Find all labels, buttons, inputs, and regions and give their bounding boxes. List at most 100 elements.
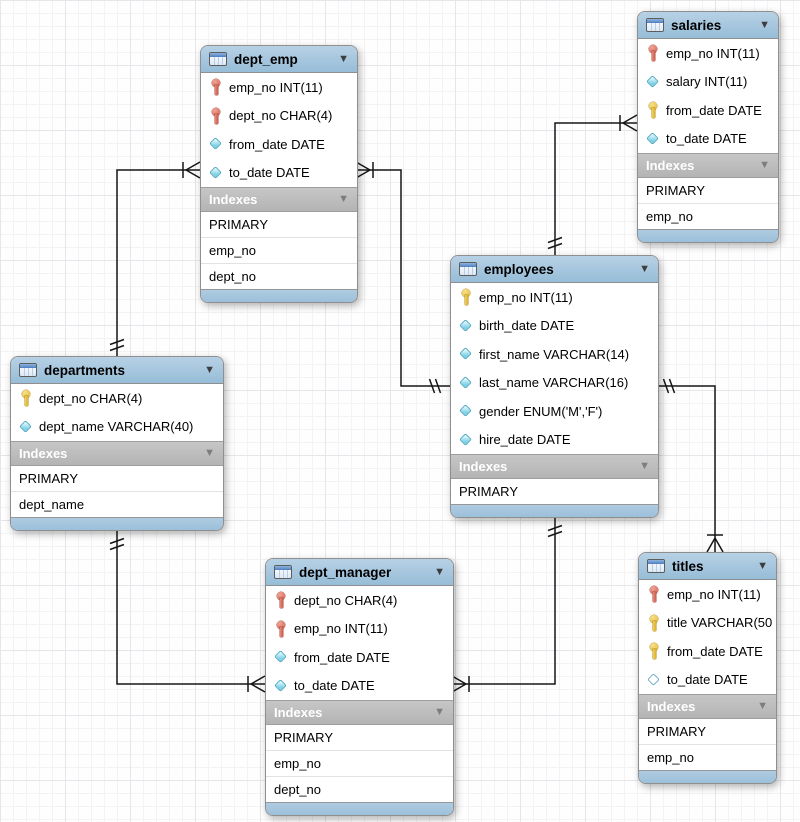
table-title: employees [484, 261, 554, 277]
column-text: hire_date DATE [479, 432, 571, 448]
column-row[interactable]: to_date DATE [639, 666, 776, 695]
column-text: dept_no CHAR(4) [39, 390, 143, 406]
column-row[interactable]: dept_no CHAR(4) [266, 586, 453, 615]
column-row[interactable]: emp_no INT(11) [451, 283, 658, 312]
column-notnull-icon [208, 136, 224, 152]
column-text: emp_no INT(11) [666, 45, 760, 61]
table-departments[interactable]: departments ▼ dept_no CHAR(4) dept_name V… [10, 356, 224, 531]
index-row[interactable]: dept_no [266, 776, 453, 802]
table-employees[interactable]: employees ▼ emp_no INT(11) birth_date DAT… [450, 255, 659, 518]
column-text: from_date DATE [229, 136, 325, 152]
index-row[interactable]: PRIMARY [266, 725, 453, 750]
column-text: title VARCHAR(50) [667, 615, 772, 631]
columns-section: dept_no CHAR(4) dept_name VARCHAR(40) [11, 384, 223, 441]
index-row[interactable]: PRIMARY [451, 479, 658, 504]
table-salaries[interactable]: salaries ▼ emp_no INT(11) salary INT(11) f… [637, 11, 779, 243]
index-row[interactable]: PRIMARY [201, 212, 357, 237]
column-row[interactable]: dept_name VARCHAR(40) [11, 413, 223, 442]
column-row[interactable]: from_date DATE [266, 643, 453, 672]
index-row[interactable]: emp_no [639, 744, 776, 770]
collapse-caret-icon[interactable]: ▼ [757, 559, 768, 572]
column-text: gender ENUM('M','F') [479, 403, 603, 419]
index-row[interactable]: emp_no [638, 203, 778, 229]
table-title: dept_emp [234, 51, 298, 67]
collapse-caret-icon[interactable]: ▼ [759, 18, 770, 31]
column-text: to_date DATE [667, 672, 748, 688]
table-icon [19, 363, 37, 377]
indexes-label: Indexes [646, 158, 695, 173]
column-row[interactable]: from_date DATE [638, 96, 778, 125]
column-row[interactable]: from_date DATE [201, 130, 357, 159]
collapse-caret-icon[interactable]: ▼ [204, 447, 215, 459]
index-row[interactable]: PRIMARY [638, 178, 778, 203]
table-header[interactable]: employees ▼ [451, 256, 658, 283]
index-row[interactable]: emp_no [266, 750, 453, 776]
relationship-departments-dept_manager[interactable] [109, 524, 266, 693]
indexes-label: Indexes [274, 705, 323, 720]
column-row[interactable]: salary INT(11) [638, 68, 778, 97]
collapse-caret-icon[interactable]: ▼ [639, 262, 650, 275]
index-row[interactable]: emp_no [201, 237, 357, 263]
indexes-header[interactable]: Indexes ▼ [451, 454, 658, 479]
column-row[interactable]: dept_no CHAR(4) [11, 384, 223, 413]
table-titles[interactable]: titles ▼ emp_no INT(11) title VARCHAR(50)… [638, 552, 777, 784]
collapse-caret-icon[interactable]: ▼ [204, 363, 215, 376]
indexes-header[interactable]: Indexes ▼ [201, 187, 357, 212]
collapse-caret-icon[interactable]: ▼ [338, 193, 349, 205]
collapse-caret-icon[interactable]: ▼ [434, 706, 445, 718]
column-row[interactable]: emp_no INT(11) [201, 73, 357, 102]
relationship-employees-salaries[interactable] [547, 114, 638, 255]
index-row[interactable]: dept_name [11, 491, 223, 517]
column-row[interactable]: to_date DATE [638, 125, 778, 154]
column-row[interactable]: emp_no INT(11) [639, 580, 776, 609]
relationship-employees-dept_emp[interactable] [355, 161, 450, 394]
column-row[interactable]: dept_no CHAR(4) [201, 102, 357, 131]
indexes-header[interactable]: Indexes ▼ [11, 441, 223, 466]
collapse-caret-icon[interactable]: ▼ [757, 700, 768, 712]
indexes-header[interactable]: Indexes ▼ [639, 694, 776, 719]
relationship-employees-dept_manager[interactable] [451, 513, 563, 693]
collapse-caret-icon[interactable]: ▼ [338, 52, 349, 65]
table-header[interactable]: dept_manager ▼ [266, 559, 453, 586]
indexes-header[interactable]: Indexes ▼ [266, 700, 453, 725]
column-row[interactable]: from_date DATE [639, 637, 776, 666]
column-row[interactable]: emp_no INT(11) [266, 615, 453, 644]
column-row[interactable]: first_name VARCHAR(14) [451, 340, 658, 369]
table-dept-manager[interactable]: dept_manager ▼ dept_no CHAR(4)emp_no INT… [265, 558, 454, 816]
foreign-key-icon [646, 586, 662, 603]
column-row[interactable]: to_date DATE [201, 159, 357, 188]
column-text: dept_no CHAR(4) [229, 108, 333, 124]
table-header[interactable]: titles ▼ [639, 553, 776, 580]
column-row[interactable]: hire_date DATE [451, 426, 658, 455]
column-row[interactable]: last_name VARCHAR(16) [451, 369, 658, 398]
column-text: dept_name VARCHAR(40) [39, 419, 194, 435]
table-header[interactable]: departments ▼ [11, 357, 223, 384]
column-row[interactable]: to_date DATE [266, 672, 453, 701]
column-row[interactable]: birth_date DATE [451, 312, 658, 341]
column-notnull-icon [458, 432, 474, 448]
column-row[interactable]: title VARCHAR(50) [639, 609, 776, 638]
table-dept-emp[interactable]: dept_emp ▼ emp_no INT(11) dept_no CHAR(4)… [200, 45, 358, 303]
column-text: birth_date DATE [479, 318, 575, 334]
column-row[interactable]: emp_no INT(11) [638, 39, 778, 68]
indexes-header[interactable]: Indexes ▼ [638, 153, 778, 178]
column-text: emp_no INT(11) [229, 79, 323, 95]
relationship-departments-dept_emp[interactable] [109, 161, 201, 356]
table-header[interactable]: salaries ▼ [638, 12, 778, 39]
collapse-caret-icon[interactable]: ▼ [434, 565, 445, 578]
collapse-caret-icon[interactable]: ▼ [759, 159, 770, 171]
table-icon [274, 565, 292, 579]
column-row[interactable]: gender ENUM('M','F') [451, 397, 658, 426]
column-text: salary INT(11) [666, 74, 748, 90]
collapse-caret-icon[interactable]: ▼ [639, 460, 650, 472]
relationship-employees-titles[interactable] [657, 378, 724, 553]
table-footer [201, 289, 357, 302]
table-header[interactable]: dept_emp ▼ [201, 46, 357, 73]
index-row[interactable]: PRIMARY [11, 466, 223, 491]
index-row[interactable]: PRIMARY [639, 719, 776, 744]
column-notnull-icon [18, 419, 34, 435]
index-row[interactable]: dept_no [201, 263, 357, 289]
